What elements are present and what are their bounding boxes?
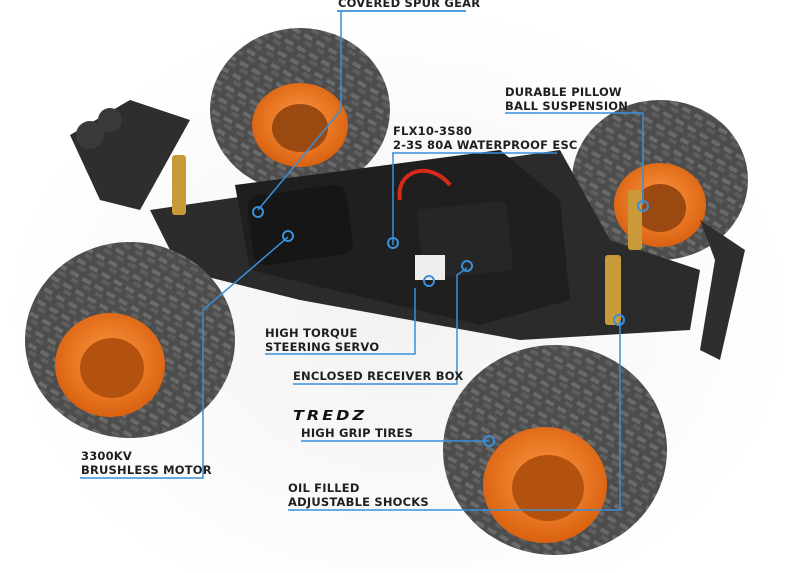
marker-esc [387,237,399,249]
callout-lines [80,10,644,511]
callout-text: DURABLE PILLOW [505,85,622,99]
callout-line-servo [265,288,416,355]
callout-receiver-box: ENCLOSED RECEIVER BOX [293,369,463,383]
callout-text: BRUSHLESS MOTOR [81,463,212,477]
wheel-front-left [25,242,235,438]
callout-text: FLX10-3S80 [393,124,473,138]
callout-motor: 3300KV BRUSHLESS MOTOR [81,449,212,477]
marker-shocks [613,314,625,326]
marker-pillow [637,200,649,212]
callout-text: HIGH GRIP TIRES [301,426,414,440]
callout-pillow-ball: DURABLE PILLOW BALL SUSPENSION [505,85,628,113]
callout-text: OIL FILLED [288,481,360,495]
callout-spur-gear: COVERED SPUR GEAR [338,0,480,10]
callout-markers [252,200,649,447]
callout-esc: FLX10-3S80 2-3S 80A WATERPROOF ESC [393,124,578,152]
callout-text: COVERED SPUR GEAR [338,0,481,10]
tredz-logo: TREDZ [293,407,368,424]
callout-line-spur-path [257,10,466,211]
callout-line-esc [392,152,557,245]
callout-text: STEERING SERVO [265,340,380,354]
marker-tires [483,435,495,447]
callout-text: ADJUSTABLE SHOCKS [288,495,429,509]
callout-steering-servo: HIGH TORQUE STEERING SERVO [265,326,379,354]
chassis [70,100,745,360]
callout-text: 3300KV [81,449,133,463]
wheel-front-right [443,345,667,555]
marker-receiver [461,260,473,272]
callout-text: BALL SUSPENSION [505,99,629,113]
callout-line-motor [80,236,289,479]
marker-motor [282,230,294,242]
callout-text: HIGH TORQUE [265,326,358,340]
callout-line-receiver [293,267,468,385]
callout-text: ENCLOSED RECEIVER BOX [293,369,464,383]
marker-spur [252,206,264,218]
callout-tires: HIGH GRIP TIRES [301,426,413,440]
callout-shocks: OIL FILLED ADJUSTABLE SHOCKS [288,481,429,509]
callout-line-shocks [288,320,621,511]
callout-line-pillow [505,112,644,205]
callout-text: 2-3S 80A WATERPROOF ESC [393,138,578,152]
marker-servo [423,275,435,287]
wheel-rear-left [210,28,390,192]
